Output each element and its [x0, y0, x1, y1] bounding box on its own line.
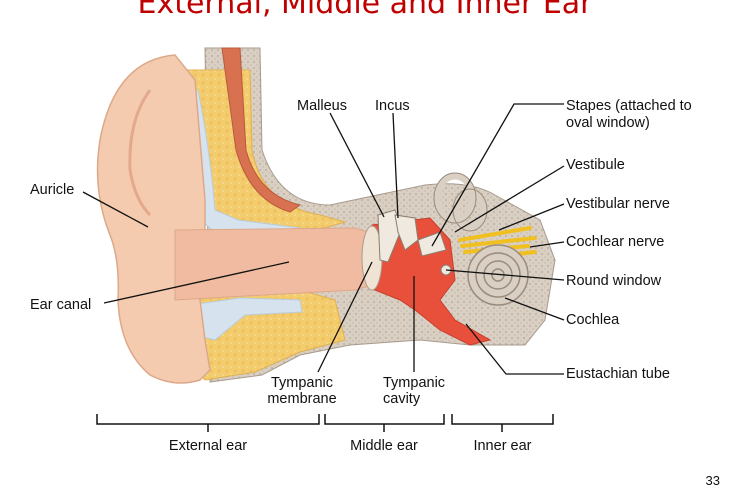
auricle-inner-fold — [128, 89, 152, 217]
label-tympanic-cavity-line1: Tympanic — [383, 375, 446, 391]
leader-vestibular-nerve — [498, 203, 565, 231]
leader-eustachian — [465, 323, 564, 375]
middle-ear-cavity — [371, 217, 492, 346]
muscle-band — [221, 47, 302, 213]
leader-ear-canal — [103, 261, 290, 304]
label-incus: Incus — [375, 98, 410, 114]
leader-incus — [392, 112, 399, 219]
label-auricle: Auricle — [30, 182, 75, 198]
leader-malleus — [329, 112, 385, 218]
leader-auricle — [82, 191, 149, 228]
label-cochlear-nerve: Cochlear nerve — [566, 234, 665, 250]
leader-vestibule — [454, 165, 565, 233]
leader-lines — [82, 103, 565, 375]
slide-title: External, Middle and Inner Ear — [137, 0, 593, 21]
stapes-shape — [417, 231, 447, 257]
leader-cochlear-nerve — [529, 241, 565, 248]
incus-shape — [394, 214, 419, 251]
label-stapes-line2: oval window) — [566, 115, 650, 131]
label-round-window: Round window — [566, 273, 662, 289]
label-ear-canal: Ear canal — [30, 297, 92, 313]
leader-round-window — [445, 269, 565, 281]
label-cochlea: Cochlea — [566, 312, 620, 328]
label-eustachian-tube: Eustachian tube — [566, 366, 670, 382]
label-tympanic-cavity-line2: cavity — [383, 391, 421, 407]
region-brackets — [96, 414, 554, 432]
label-vestibule: Vestibule — [566, 157, 625, 173]
label-tympanic-membrane-line2: membrane — [267, 391, 337, 407]
bracket-external — [96, 414, 320, 425]
label-stapes-line1: Stapes (attached to — [566, 98, 692, 114]
label-tympanic-membrane-line1: Tympanic — [270, 375, 334, 391]
label-vestibular-nerve: Vestibular nerve — [566, 196, 670, 212]
leader-stapes — [431, 103, 564, 247]
auricle-shape — [96, 54, 211, 384]
region-inner-ear: Inner ear — [473, 438, 532, 454]
leader-cochlea — [504, 297, 565, 321]
bracket-middle — [324, 414, 445, 425]
region-middle-ear: Middle ear — [350, 438, 418, 454]
ear-canal-shape — [174, 227, 373, 301]
page-number: 33 — [705, 473, 720, 488]
leader-tympanic-membrane — [317, 261, 373, 373]
label-malleus: Malleus — [297, 98, 347, 114]
bracket-inner — [451, 414, 554, 425]
region-external-ear: External ear — [168, 438, 248, 454]
